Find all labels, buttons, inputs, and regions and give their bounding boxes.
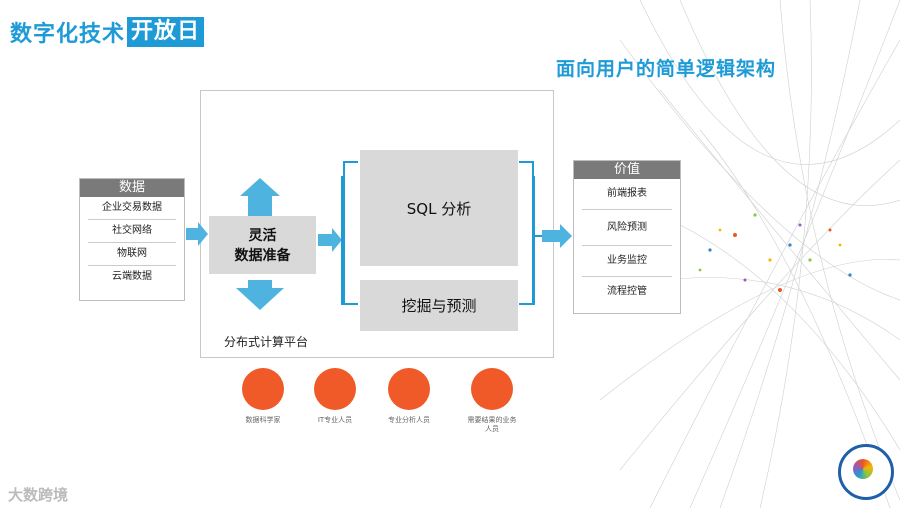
slide-subtitle: 面向用户的简单逻辑架构 [556, 58, 777, 80]
persona-label: 专业分析人员 [388, 416, 430, 424]
mining-prediction-box: 挖掘与预测 [360, 280, 518, 331]
person-icon [314, 368, 356, 410]
title-part-2: 开放日 [127, 17, 205, 47]
data-item: 社交网络 [112, 225, 152, 236]
divider [582, 209, 672, 210]
person-icon [388, 368, 430, 410]
right-bracket [519, 161, 534, 305]
persona-it-staff: IT专业人员 [310, 368, 360, 425]
value-item: 业务监控 [607, 255, 647, 266]
platform-frame [200, 90, 554, 358]
left-bracket [343, 161, 358, 305]
value-panel-title: 价值 [574, 161, 680, 179]
title-part-1: 数字化技术 [10, 22, 126, 47]
flow-arrows [186, 176, 572, 310]
data-prep-line1: 灵活 [248, 228, 277, 244]
data-item: 物联网 [117, 248, 147, 259]
data-item: 云端数据 [112, 271, 152, 282]
data-prep-line2: 数据准备 [234, 248, 291, 264]
divider [88, 265, 176, 266]
sql-analysis-box: SQL 分析 [360, 150, 518, 266]
data-prep-box: 灵活 数据准备 [209, 216, 316, 274]
platform-label: 分布式计算平台 [224, 335, 309, 349]
person-icon [471, 368, 513, 410]
arrow-down-icon [236, 280, 284, 310]
arrow-up-icon [240, 178, 280, 216]
divider [582, 245, 672, 246]
arrow-right-icon [542, 224, 572, 248]
footer-logo: 大数跨境 [8, 486, 69, 504]
arrow-right-icon [318, 228, 342, 252]
data-panel: 数据 企业交易数据 社交网络 物联网 云端数据 [79, 178, 185, 301]
logo-icon [853, 459, 873, 479]
value-item: 前端报表 [607, 188, 647, 199]
arrow-right-icon [186, 222, 208, 246]
badge-logo [838, 444, 894, 500]
persona-label: IT专业人员 [317, 416, 353, 424]
person-icon [242, 368, 284, 410]
data-item: 企业交易数据 [102, 202, 162, 213]
value-item: 风险预测 [607, 222, 647, 233]
persona-analyst: 专业分析人员 [386, 368, 432, 425]
persona-data-scientist: 数据科学家 [238, 368, 288, 425]
divider [88, 242, 176, 243]
persona-business-user: 需要结果的业务人员 [466, 368, 518, 434]
divider [88, 219, 176, 220]
divider [582, 276, 672, 277]
value-panel: 价值 前端报表 风险预测 业务监控 流程控管 [573, 160, 681, 314]
page-title: 数字化技术开放日 [10, 16, 205, 48]
data-panel-title: 数据 [80, 179, 184, 197]
persona-label: 需要结果的业务人员 [467, 416, 517, 433]
value-item: 流程控管 [607, 286, 647, 297]
persona-label: 数据科学家 [245, 416, 281, 424]
